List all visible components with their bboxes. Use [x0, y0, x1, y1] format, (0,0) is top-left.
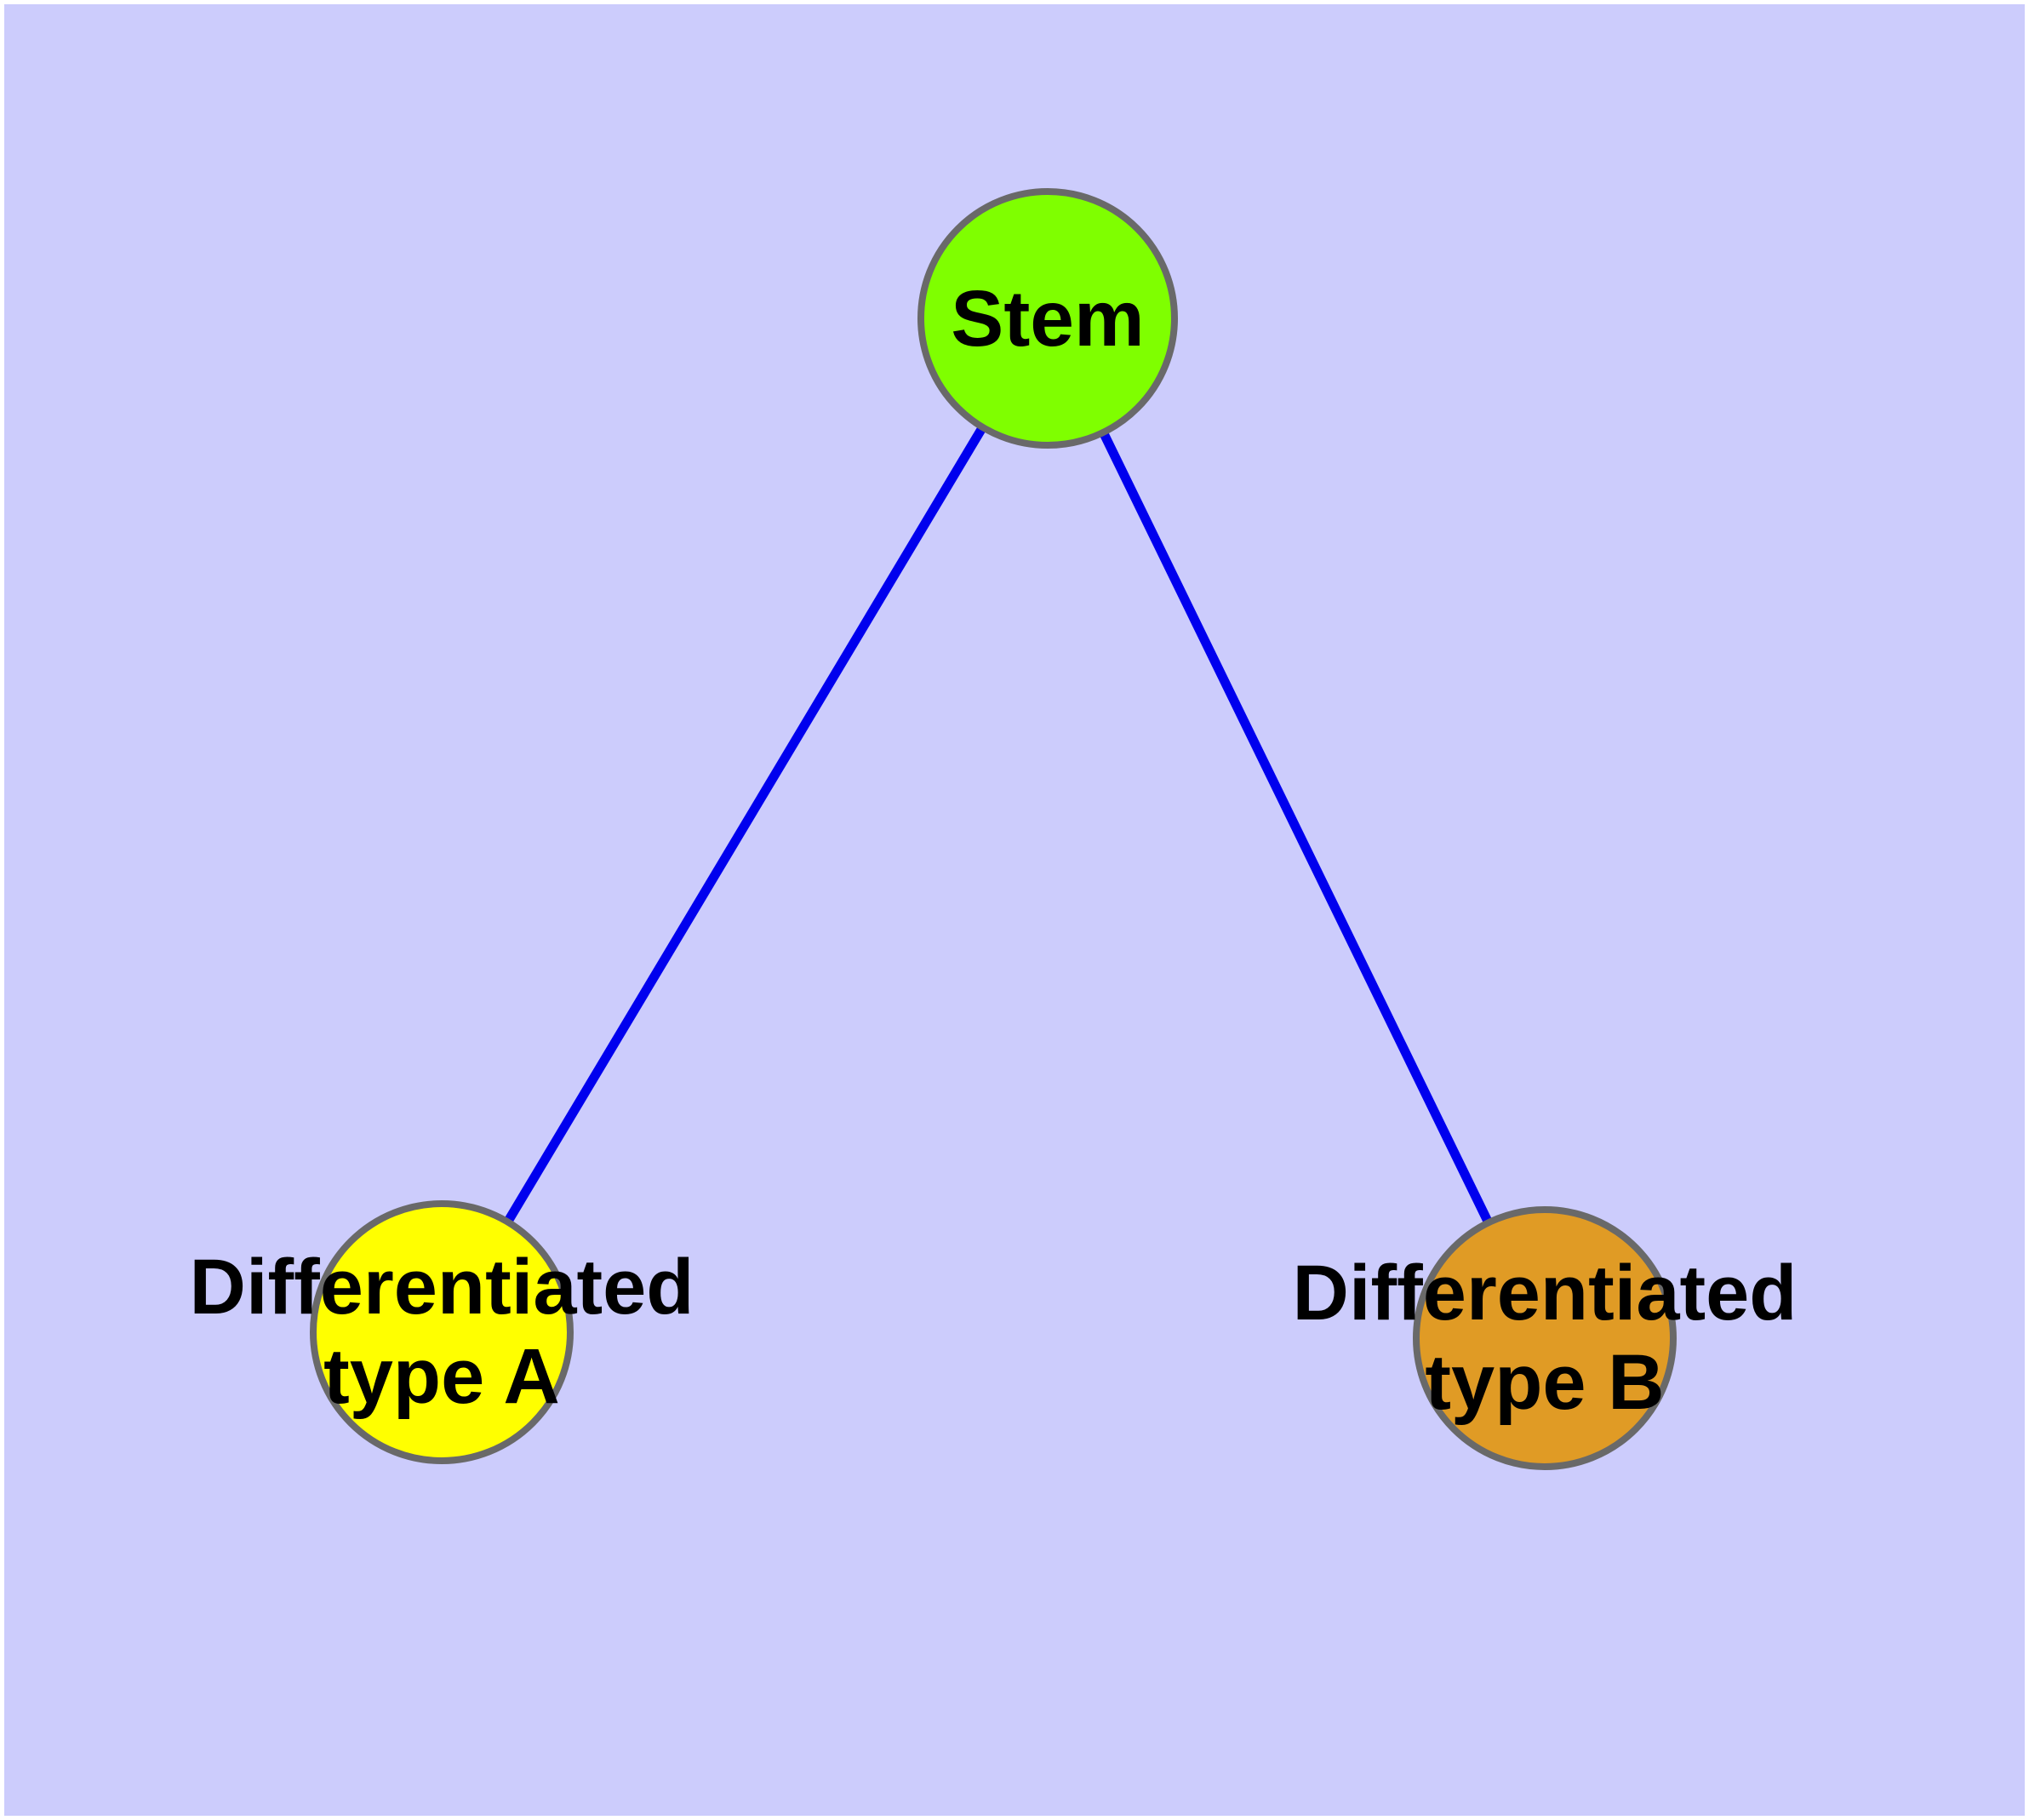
graph-edge-stem-diff_b — [1043, 316, 1549, 1341]
graph-node-diff_a[interactable] — [310, 1200, 574, 1464]
graph-node-stem[interactable] — [917, 188, 1178, 449]
graph-edge-stem-diff_a — [437, 316, 1052, 1335]
nodes-layer — [310, 188, 1677, 1470]
graph-node-diff_b[interactable] — [1413, 1206, 1677, 1470]
edges-layer — [437, 316, 1549, 1341]
